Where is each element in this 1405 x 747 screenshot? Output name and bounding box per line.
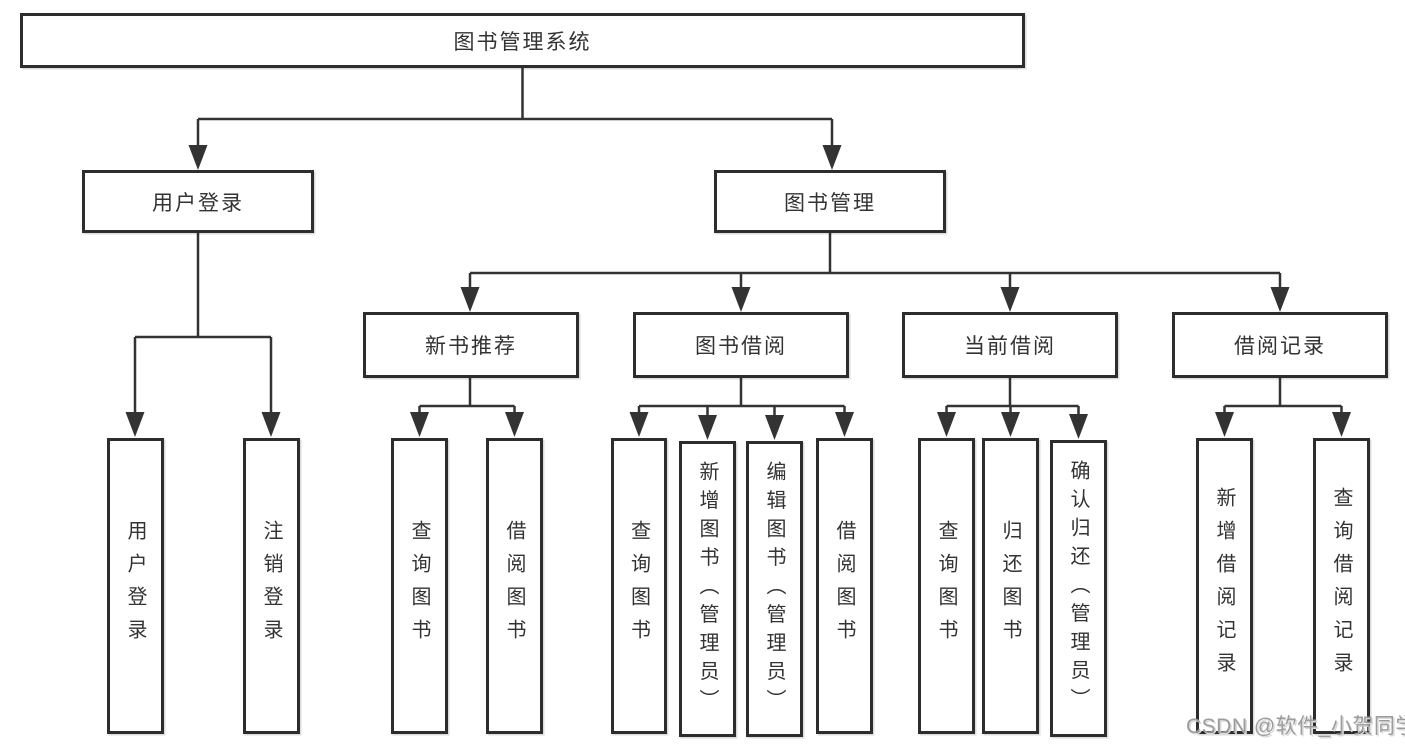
arrowhead-icon — [1332, 412, 1351, 437]
arrowhead-icon — [1215, 412, 1234, 437]
node-label: 借阅图书 — [833, 520, 855, 652]
leaf-return-book: 归还图书 — [982, 438, 1039, 734]
node-label: 图书管理 — [784, 191, 876, 215]
leaf-user-login: 用户登录 — [107, 438, 164, 734]
connector-book-borrow-to-leaves — [637, 376, 846, 416]
leaf-confirm-return-admin: 确认归还（管理员） — [1050, 440, 1107, 737]
leaf-query-books-2: 查询图书 — [611, 438, 667, 734]
arrowhead-icon — [1001, 412, 1020, 437]
node-label: 借阅记录 — [1234, 335, 1326, 358]
node-borrowing-records: 借阅记录 — [1172, 312, 1388, 378]
leaf-logout: 注销登录 — [243, 438, 300, 734]
arrowhead-icon — [261, 412, 281, 437]
node-book-management: 图书管理 — [714, 170, 946, 233]
arrowhead-icon — [937, 412, 956, 437]
arrowhead-icon — [125, 412, 145, 437]
node-label: 查询借阅记录 — [1330, 487, 1352, 685]
node-label: 编辑图书（管理员） — [763, 460, 785, 718]
leaf-add-borrow-record: 新增借阅记录 — [1196, 438, 1253, 734]
node-label: 查询图书 — [935, 520, 957, 652]
node-user-login: 用户登录 — [82, 170, 314, 233]
leaf-borrow-books-2: 借阅图书 — [816, 438, 873, 734]
node-label: 查询图书 — [627, 520, 650, 652]
node-label: 新增借阅记录 — [1213, 487, 1235, 685]
connector-borrow-records-to-leaves — [1223, 376, 1343, 414]
arrowhead-icon — [1270, 287, 1290, 312]
node-book-borrowing: 图书借阅 — [633, 312, 849, 378]
leaf-query-books-3: 查询图书 — [918, 438, 975, 734]
watermark: CSDN @软件_小贺同学 — [1186, 715, 1405, 738]
node-label: 确认归还（管理员） — [1067, 460, 1089, 717]
node-label: 用户登录 — [124, 520, 146, 652]
leaf-edit-book-admin: 编辑图书（管理员） — [746, 441, 803, 737]
connector-current-borrow-to-leaves — [945, 376, 1080, 416]
arrowhead-icon — [505, 412, 524, 437]
leaf-add-book-admin: 新增图书（管理员） — [679, 441, 736, 737]
node-label: 新增图书（管理员） — [696, 460, 718, 718]
node-current-borrowing: 当前借阅 — [902, 312, 1118, 378]
arrowhead-icon — [822, 145, 842, 170]
leaf-query-borrow-record: 查询借阅记录 — [1313, 438, 1370, 734]
node-label: 借阅图书 — [503, 520, 525, 652]
arrowhead-icon — [410, 412, 429, 437]
arrowheads — [125, 145, 1351, 440]
node-label: 归还图书 — [999, 520, 1021, 652]
arrowhead-icon — [188, 145, 208, 170]
node-label: 注销登录 — [260, 520, 282, 652]
arrowhead-icon — [698, 415, 717, 440]
node-label: 图书管理系统 — [453, 30, 592, 54]
leaf-borrow-books-1: 借阅图书 — [486, 438, 543, 734]
arrowhead-icon — [835, 412, 854, 437]
arrowhead-icon — [1000, 287, 1020, 312]
arrowhead-icon — [765, 415, 784, 440]
node-label: 当前借阅 — [964, 335, 1056, 358]
arrowhead-icon — [1069, 414, 1088, 439]
node-label: 用户登录 — [152, 191, 244, 215]
leaf-query-books-1: 查询图书 — [391, 438, 448, 734]
node-new-book-recommendation: 新书推荐 — [363, 312, 579, 378]
connector-user-login-to-leaves — [133, 231, 273, 414]
node-label: 图书借阅 — [695, 335, 787, 358]
arrowhead-icon — [731, 287, 751, 312]
connector-root-to-level2 — [196, 66, 834, 147]
connector-new-book-to-leaves — [418, 376, 516, 414]
arrowhead-icon — [629, 412, 649, 437]
arrowhead-icon — [460, 287, 480, 312]
node-label: 新书推荐 — [425, 335, 517, 358]
node-library-system: 图书管理系统 — [20, 13, 1025, 68]
node-label: 查询图书 — [408, 520, 430, 652]
connector-book-mgmt-to-level3 — [468, 231, 1282, 289]
